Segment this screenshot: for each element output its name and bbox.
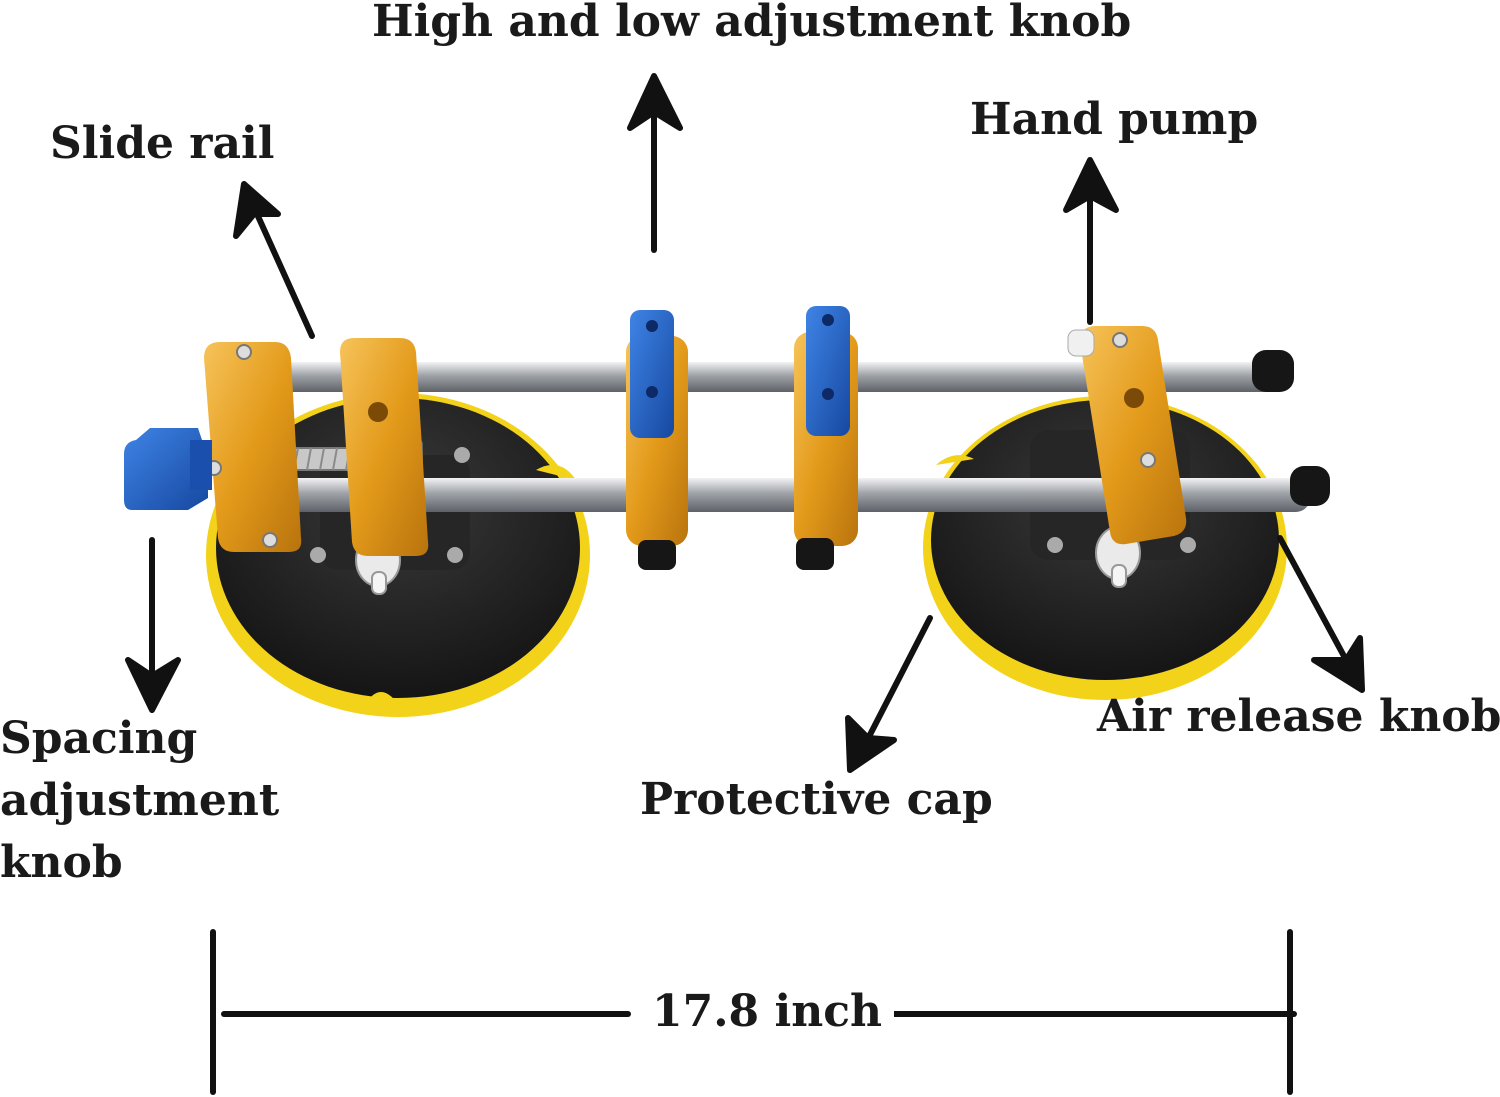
spacing-adjustment-knob: [124, 428, 212, 510]
arrow-slide-rail: [233, 181, 315, 339]
slide-rail-bottom: [230, 466, 1330, 512]
high-low-adjustment-knob-left: [630, 310, 674, 438]
label-spacing-adjustment-knob: Spacing adjustment knob: [0, 713, 280, 888]
label-hand-pump: Hand pump: [970, 94, 1259, 145]
label-dimension: 17.8 inch: [640, 990, 894, 1034]
label-high-low-adjustment-knob: High and low adjustment knob: [372, 0, 1132, 47]
left-end-bracket: [204, 342, 302, 552]
arrow-hand-pump: [1063, 157, 1119, 325]
label-air-release-knob: Air release knob: [1097, 691, 1500, 742]
high-low-adjustment-knob-right: [806, 306, 850, 436]
label-protective-cap: Protective cap: [640, 774, 993, 825]
arrow-protective-cap: [845, 615, 933, 773]
right-pad-bracket: [1080, 326, 1187, 545]
label-slide-rail: Slide rail: [50, 118, 275, 169]
arrow-air-release-knob: [1277, 535, 1365, 693]
dimension-line: [210, 929, 1297, 1095]
arrow-high-low-knob: [627, 73, 683, 253]
left-pad-bracket: [340, 338, 429, 556]
arrow-spacing-knob: [125, 537, 181, 713]
hand-pump: [1067, 329, 1095, 357]
slide-rail-top: [268, 350, 1294, 392]
